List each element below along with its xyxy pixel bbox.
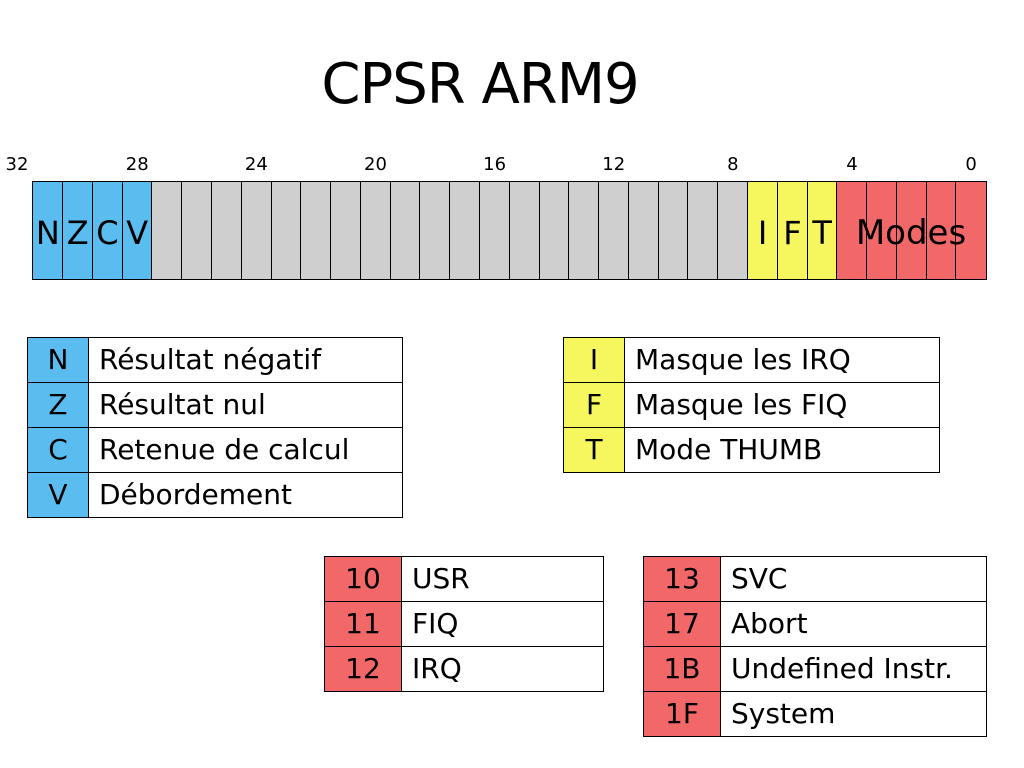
legend-code: V xyxy=(27,472,89,518)
legend-code: T xyxy=(563,427,625,473)
legend-description: System xyxy=(720,691,987,737)
reserved-bit-cell xyxy=(270,181,302,280)
diagram-title: CPSR ARM9 xyxy=(321,52,639,117)
legend-code: N xyxy=(27,337,89,383)
legend-code: 11 xyxy=(324,601,402,647)
reserved-bit-cell xyxy=(717,181,749,280)
legend-code: 17 xyxy=(643,601,721,647)
bit-number-scale: 32 28 24 20 16 12 8 4 0 xyxy=(0,152,1024,178)
mode-bit-cell xyxy=(836,181,868,280)
reserved-bit-cell xyxy=(538,181,570,280)
bit-number-label: 12 xyxy=(602,154,626,175)
flag-bit-cell: Z xyxy=(62,181,94,280)
legend-code: C xyxy=(27,427,89,473)
reserved-bit-cell xyxy=(389,181,421,280)
control-bit-cell: F xyxy=(776,181,809,280)
legend-code: Z xyxy=(27,382,89,428)
flag-bit-cell: V xyxy=(121,181,153,280)
bit-number-label: 8 xyxy=(727,154,739,175)
reserved-bit-cell xyxy=(300,181,332,280)
bit-number-label: 32 xyxy=(5,154,29,175)
reserved-bit-cell xyxy=(508,181,541,280)
reserved-bit-cell xyxy=(151,181,183,280)
legend-code: 1B xyxy=(643,646,721,692)
reserved-bit-cell xyxy=(657,181,689,280)
legend-description: Débordement xyxy=(88,472,403,518)
bit-number-label: 4 xyxy=(846,154,858,175)
reserved-bit-cell xyxy=(478,181,511,280)
reserved-bit-cell xyxy=(181,181,213,280)
bit-number-label: 24 xyxy=(244,154,268,175)
legend-description: SVC xyxy=(720,556,987,602)
mode-bit-cell xyxy=(895,181,928,280)
legend-description: Retenue de calcul xyxy=(88,427,403,473)
legend-code: F xyxy=(563,382,625,428)
reserved-bit-cell xyxy=(419,181,451,280)
legend-description: Undefined Instr. xyxy=(720,646,987,692)
reserved-bit-cell xyxy=(240,181,272,280)
flag-bit-cell: N xyxy=(32,181,64,280)
reserved-bit-cell xyxy=(210,181,243,280)
reserved-bit-cell xyxy=(568,181,600,280)
bit-number-label: 0 xyxy=(965,154,977,175)
legend-description: USR xyxy=(401,556,604,602)
legend-description: Masque les IRQ xyxy=(624,337,940,383)
reserved-bit-cell xyxy=(330,181,362,280)
bit-number-label: 16 xyxy=(483,154,507,175)
modes-label: Modes xyxy=(855,212,967,253)
bit-number-label: 28 xyxy=(125,154,149,175)
control-bit-cell: T xyxy=(806,181,838,280)
legend-description: Masque les FIQ xyxy=(624,382,940,428)
reserved-bit-cell xyxy=(687,181,719,280)
reserved-bit-cell xyxy=(627,181,660,280)
flag-bit-cell: C xyxy=(91,181,124,280)
mode-bit-cell xyxy=(866,181,898,280)
reserved-bit-cell xyxy=(598,181,630,280)
legend-code: 1F xyxy=(643,691,721,737)
legend-description: Abort xyxy=(720,601,987,647)
legend-code: 13 xyxy=(643,556,721,602)
legend-description: Résultat négatif xyxy=(88,337,403,383)
legend-code: 10 xyxy=(324,556,402,602)
legend-description: Résultat nul xyxy=(88,382,403,428)
legend-description: FIQ xyxy=(401,601,604,647)
mode-bit-cell xyxy=(955,181,987,280)
control-bit-cell: I xyxy=(747,181,779,280)
bit-number-label: 20 xyxy=(364,154,387,175)
legend-code: 12 xyxy=(324,646,402,692)
reserved-bit-cell xyxy=(449,181,481,280)
legend-code: I xyxy=(563,337,625,383)
legend-description: IRQ xyxy=(401,646,604,692)
reserved-bit-cell xyxy=(359,181,392,280)
legend-description: Mode THUMB xyxy=(624,427,940,473)
